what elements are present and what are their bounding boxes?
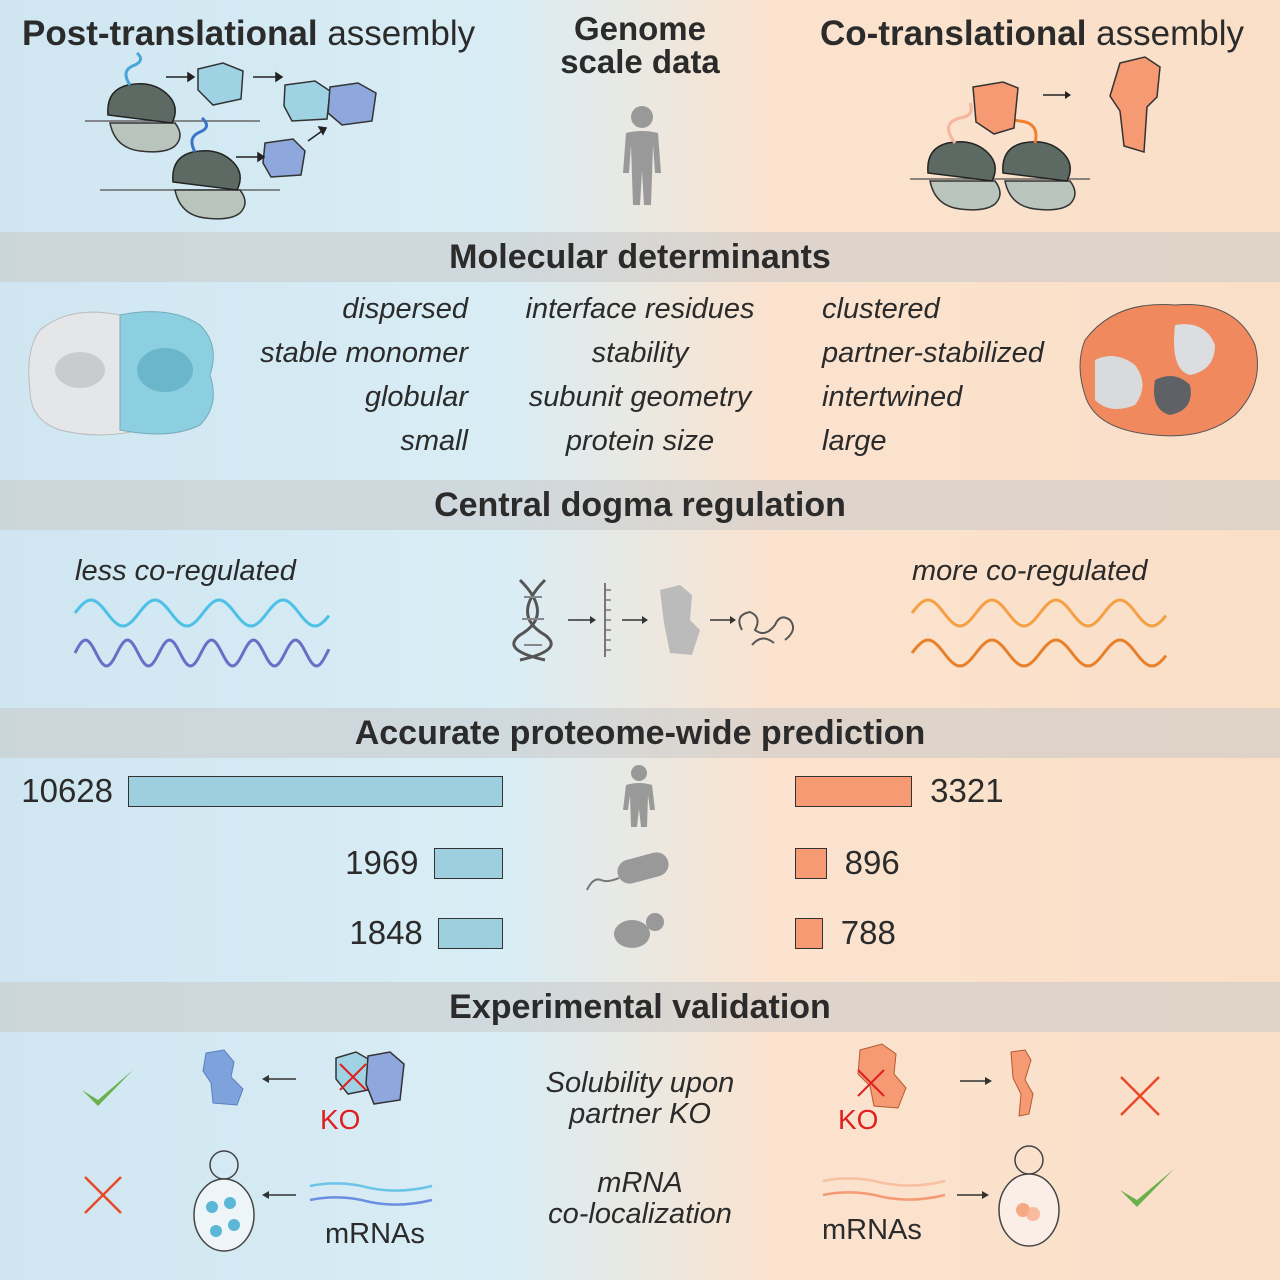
mrnas-orange-icon: [822, 1177, 946, 1201]
determinant-right-3: large: [822, 425, 887, 457]
prediction-value-left-0: 10628: [21, 772, 113, 809]
co-translational-title: Co-translational assembly: [820, 14, 1244, 53]
determinant-left-2: globular: [364, 381, 468, 413]
prediction-bar-left-1: [433, 848, 503, 879]
check-icon: [82, 1070, 133, 1106]
less-coregulated-waves: [73, 598, 331, 668]
prediction-band: [0, 708, 1280, 758]
prediction-title: Accurate proteome-wide prediction: [354, 714, 926, 752]
experimental-title: Experimental validation: [449, 988, 831, 1026]
more-coregulated-waves: [910, 598, 1168, 668]
determinant-right-2: intertwined: [822, 381, 963, 413]
experimental-band: [0, 982, 1280, 1032]
unfolded-orange-icon: [1010, 1049, 1034, 1117]
ko-label-left: KO: [320, 1104, 361, 1135]
ko-label-right: KO: [838, 1104, 879, 1135]
arrow-left-icon: [262, 1075, 296, 1083]
molecular-title: Molecular determinants: [449, 238, 831, 276]
more-coregulated-label: more co-regulated: [912, 555, 1148, 587]
determinant-right-1: partner-stabilized: [822, 337, 1044, 369]
determinant-left-0: dispersed: [342, 293, 468, 325]
mrnas-label-left: mRNAs: [325, 1218, 425, 1250]
mrnas-blue-icon: [309, 1182, 433, 1206]
check-icon: [1120, 1169, 1174, 1207]
bacterium-icon: [586, 852, 669, 891]
human-icon: [623, 106, 661, 205]
cross-icon: [1120, 1076, 1160, 1116]
central-dogma-icon: [512, 578, 795, 662]
monomer-blue-icon: [202, 1049, 244, 1106]
determinant-center-0: interface residues: [525, 293, 755, 325]
determinant-center-3: protein size: [565, 425, 715, 457]
post-protein-structure: [28, 311, 214, 436]
yeast-cell-blue-icon: [193, 1150, 255, 1252]
yeast-cell-orange-icon: [998, 1145, 1060, 1247]
post-translational-title: Post-translational assembly: [22, 14, 476, 53]
central-band: [0, 480, 1280, 530]
prediction-value-right-0: 3321: [930, 772, 1004, 809]
complex-ko-orange-icon: [857, 1043, 907, 1109]
central-title: Central dogma regulation: [434, 486, 846, 524]
determinant-left-1: stable monomer: [260, 337, 468, 369]
prediction-value-right-2: 788: [840, 914, 896, 951]
yeast-icon: [614, 913, 664, 948]
complex-ko-blue-icon: [335, 1051, 405, 1105]
determinant-center-2: subunit geometry: [528, 381, 752, 413]
prediction-value-left-2: 1848: [349, 914, 423, 951]
cross-icon: [84, 1176, 122, 1214]
less-coregulated-label: less co-regulated: [75, 555, 296, 587]
prediction-bar-left-2: [437, 918, 503, 949]
arrow-left-icon: [262, 1191, 296, 1199]
prediction-value-left-1: 1969: [345, 844, 419, 881]
molecular-band: [0, 232, 1280, 282]
co-protein-structure: [1079, 303, 1258, 437]
post-translational-illustration: [85, 51, 377, 220]
prediction-bar-right-1: [795, 848, 827, 879]
prediction-bar-left-0: [128, 776, 503, 807]
co-translational-illustration: [910, 56, 1161, 211]
arrow-right-icon: [960, 1077, 992, 1085]
prediction-value-right-1: 896: [844, 844, 900, 881]
determinant-center-1: stability: [591, 337, 689, 369]
prediction-bar-right-2: [795, 918, 823, 949]
human-icon: [623, 765, 655, 827]
mrnas-label-right: mRNAs: [822, 1214, 922, 1246]
determinant-left-3: small: [400, 425, 468, 457]
prediction-bar-right-0: [795, 776, 913, 807]
arrow-right-icon: [957, 1191, 989, 1199]
determinant-right-0: clustered: [822, 293, 940, 325]
